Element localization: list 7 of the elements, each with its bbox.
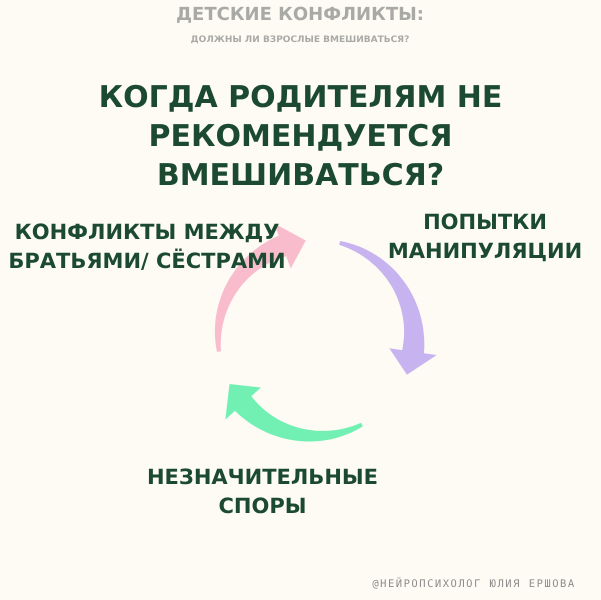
main-heading: КОГДА РОДИТЕЛЯМ НЕ РЕКОМЕНДУЕТСЯ ВМЕШИВАТЬСЯ? <box>98 79 504 195</box>
cycle-label: ПОПЫТКИ МАНИПУЛЯЦИИ <box>386 209 584 266</box>
author-signature: @НЕЙРОПСИХОЛОГ ЮЛИЯ ЕРШОВА <box>371 578 577 591</box>
cycle-label: НЕЗНАЧИТЕЛЬНЫЕ СПОРЫ <box>146 464 379 520</box>
subtitle-heading: ДЕТСКИЕ КОНФЛИКТЫ: <box>175 4 425 26</box>
subtitle-text: ДОЛЖНЫ ЛИ ВЗРОСЛЫЕ ВМЕШИВАТЬСЯ? <box>190 35 410 46</box>
cycle-label: КОНФЛИКТЫ МЕЖДУ БРАТЬЯМИ/ СЁСТРАМИ <box>7 219 287 276</box>
